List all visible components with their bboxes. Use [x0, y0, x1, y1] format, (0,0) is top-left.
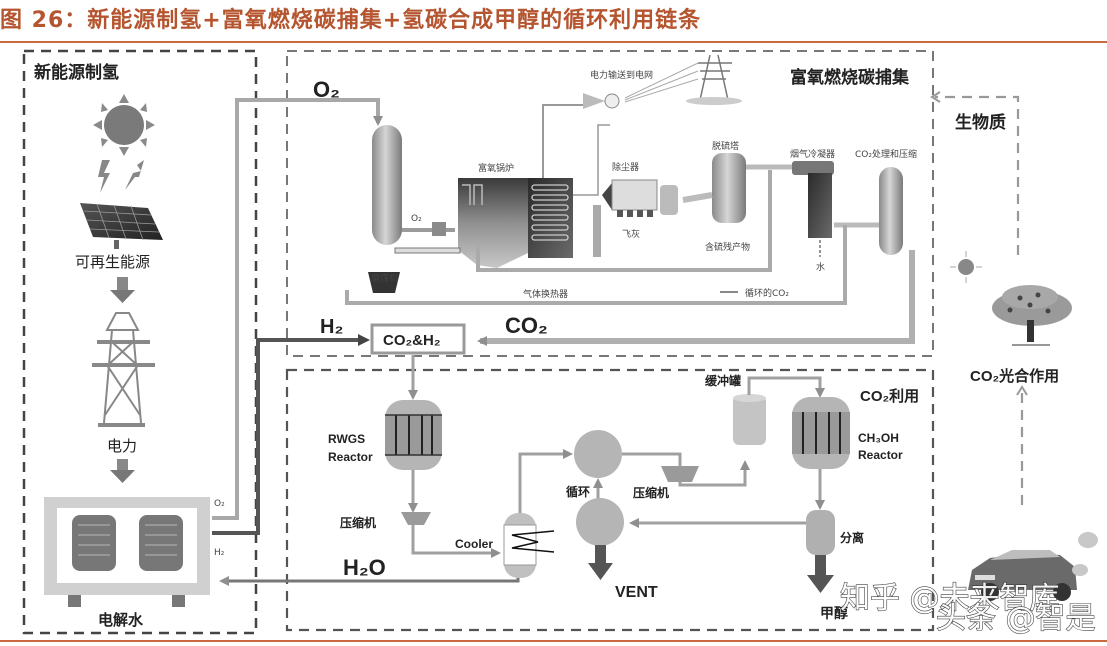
- small-sun-icon: [950, 251, 982, 283]
- o2-supply-line: [212, 98, 383, 520]
- tree-icon: [992, 285, 1072, 346]
- sulfur-byproduct-label: 含硫残产物: [705, 241, 750, 253]
- recycle-co2-line: [476, 170, 772, 272]
- flue-gas-condenser-label: 烟气冷凝器: [790, 148, 835, 160]
- coal-mill: [368, 272, 400, 293]
- hydrogen-section-title: 新能源制氢: [34, 62, 119, 82]
- capture-section-frame: [286, 50, 934, 357]
- co2-treatment-label: CO₂处理和压缩: [855, 148, 917, 160]
- biomass-section-title: 生物质: [955, 112, 1006, 132]
- down-arrow-icon: [110, 459, 135, 483]
- rwgs-label-2: Reactor: [328, 450, 373, 464]
- vent-splitter: [576, 498, 624, 546]
- water-label: 水: [816, 261, 825, 273]
- compressor-2-label: 压缩机: [633, 485, 669, 500]
- vent-label: VENT: [615, 584, 658, 601]
- buffer-tank-label: 缓冲罐: [705, 373, 741, 388]
- co2-product-line: [477, 250, 915, 346]
- exhaust-cloud-icon: [1072, 532, 1098, 576]
- o2-inlet-label: O₂: [313, 77, 340, 102]
- power-tower-icon: [92, 312, 155, 427]
- recycle-co2-legend: 循环的CO₂: [745, 287, 789, 299]
- cooler-label: Cooler: [455, 537, 493, 551]
- recycle-mixer: [574, 430, 622, 478]
- co2-h2-mixer-label: CO₂&H₂: [383, 332, 441, 349]
- compressor-2: [661, 466, 699, 482]
- recycle-label: 循环: [566, 484, 590, 499]
- recycle-co2-line-outer: [345, 225, 847, 305]
- electrolyzer-o2-port-label: O₂: [214, 499, 225, 509]
- solar-panel-icon: [80, 203, 163, 249]
- electrolyzer-h2-port-label: H₂: [214, 548, 225, 558]
- desulfurization-tower-label: 脱硫塔: [712, 140, 739, 152]
- compressor-1: [401, 512, 431, 525]
- car-icon: [968, 550, 1077, 601]
- electrolyzer-icon: [44, 497, 210, 607]
- down-arrow-icon: [110, 277, 135, 303]
- figure-title: 图 26：新能源制氢+富氧燃烧碳捕集+氢碳合成甲醇的循环利用链条: [0, 8, 702, 33]
- compressor-1-label: 压缩机: [340, 515, 376, 530]
- dust-collector-label: 除尘器: [612, 161, 639, 173]
- capture-section-title: 富氧燃烧碳捕集: [790, 67, 910, 87]
- ch3oh-reactor-label-2: Reactor: [858, 448, 903, 462]
- oxyfuel-boiler: [458, 178, 573, 268]
- fly-ash-label: 飞灰: [622, 228, 640, 240]
- toutiao-watermark: 头条 @智是: [936, 601, 1096, 636]
- cycle-diagram: 新能源制氢 富氧燃烧碳捕集 CO₂利用 生物质 可再生能源 电力: [22, 49, 1098, 637]
- power-label: 电力: [107, 437, 137, 455]
- vent-arrow-icon: [588, 545, 613, 580]
- o2-storage-tank: [372, 125, 402, 245]
- coal-mill-label: 磨煤机: [371, 272, 398, 284]
- separator: [806, 510, 835, 555]
- co2-inlet-label: CO₂: [505, 313, 548, 338]
- rwgs-reactor: [385, 400, 442, 470]
- flue-gas-condenser: [792, 161, 834, 238]
- lightning-icon: [98, 160, 144, 193]
- electrolysis-label: 电解水: [98, 611, 144, 629]
- utilization-section-frame: [285, 368, 935, 632]
- zhihu-watermark: 知乎 @未来智库: [840, 581, 1060, 616]
- bottom-rule: [0, 640, 1107, 642]
- sun-icon: [93, 94, 155, 156]
- utilization-section-title: CO₂利用: [860, 387, 919, 405]
- buffer-tank: [733, 394, 766, 445]
- grid-transmission-label: 电力输送到电网: [590, 69, 653, 81]
- photosynthesis-label: CO₂光合作用: [970, 367, 1059, 385]
- cooler: [503, 513, 555, 578]
- ch3oh-reactor: [792, 397, 850, 469]
- biomass-dashed-path: [930, 91, 1020, 255]
- desulfurization-tower: [712, 153, 746, 223]
- methanol-label: 甲醇: [820, 605, 848, 621]
- separation-label: 分离: [840, 530, 864, 545]
- dust-collector: [602, 179, 678, 217]
- rwgs-label-1: RWGS: [328, 432, 365, 446]
- methanol-arrow-icon: [807, 555, 834, 593]
- co2-h2-mixer: [370, 323, 466, 355]
- o2-small-label: O₂: [411, 214, 422, 224]
- title-rule: [0, 41, 1107, 43]
- h2o-label: H₂O: [343, 555, 386, 580]
- boiler-label: 富氧锅炉: [478, 162, 514, 174]
- renewable-energy-label: 可再生能源: [75, 253, 150, 271]
- co2-compression-tank: [879, 167, 903, 255]
- ch3oh-reactor-label-1: CH₃OH: [858, 431, 899, 445]
- gas-heat-exchanger-label: 气体换热器: [523, 288, 568, 300]
- h2-supply-line: [212, 334, 370, 535]
- h2-inlet-label: H₂: [320, 316, 343, 338]
- transmission-tower-icon: [686, 54, 742, 105]
